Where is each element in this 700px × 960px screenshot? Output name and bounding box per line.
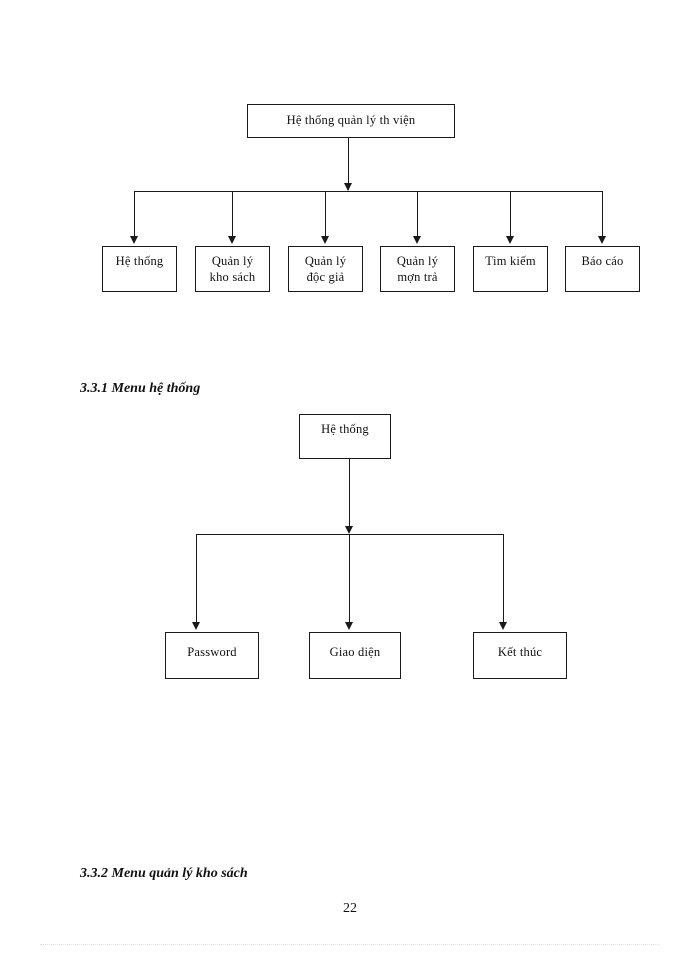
arrowhead-drop-3 [321,236,329,244]
connector-bus-horizontal-2 [196,534,504,535]
node-label: Quản lý mợn trả [396,254,439,284]
connector-drop-1 [134,191,135,239]
connector-drop-4 [417,191,418,239]
connector-bus-horizontal [134,191,603,192]
node-root-he-thong: Hệ thống [299,414,391,459]
connector-root-stem [348,138,349,190]
section-heading-3-3-2: 3.3.2 Menu quản lý kho sách [80,866,248,881]
page-number: 22 [343,901,357,916]
connector-root-stem-2 [349,459,350,527]
connector-drop-2-2 [349,534,350,625]
connector-drop-2 [232,191,233,239]
node-label: Quản lý kho sách [209,254,256,284]
node-label: Báo cáo [581,254,624,268]
connector-drop-5 [510,191,511,239]
node-label: Tìm kiếm [485,254,536,268]
connector-drop-2-1 [196,534,197,625]
arrowhead-drop-1 [130,236,138,244]
node-quan-ly-muon-tra: Quản lý mợn trả [380,246,455,292]
connector-drop-2-3 [503,534,504,625]
node-quan-ly-doc-gia: Quản lý độc giả [288,246,363,292]
node-label: Kết thúc [497,645,543,659]
node-label: Hệ thống quản lý th viện [286,113,416,127]
arrowhead-drop-5 [506,236,514,244]
node-label: Hệ thống [115,254,164,268]
arrowhead-drop-2-3 [499,622,507,630]
node-label: Password [187,645,237,659]
arrowhead-root-stem [344,183,352,191]
node-bao-cao: Báo cáo [565,246,640,292]
arrowhead-drop-6 [598,236,606,244]
section-heading-3-3-1: 3.3.1 Menu hệ thống [80,381,201,396]
node-tim-kiem: Tìm kiếm [473,246,548,292]
node-password: Password [165,632,259,679]
node-label: Quản lý độc giả [304,254,347,284]
node-he-thong: Hệ thống [102,246,177,292]
node-label: Giao diện [329,645,381,659]
arrowhead-drop-2-1 [192,622,200,630]
node-giao-dien: Giao diện [309,632,401,679]
arrowhead-drop-2 [228,236,236,244]
footer-divider [40,944,660,946]
node-root-he-thong-quan-ly-thu-vien: Hệ thống quản lý th viện [247,104,455,138]
connector-drop-3 [325,191,326,239]
connector-drop-6 [602,191,603,239]
node-label: Hệ thống [321,422,369,436]
node-ket-thuc: Kết thúc [473,632,567,679]
arrowhead-drop-4 [413,236,421,244]
arrowhead-drop-2-2 [345,622,353,630]
arrowhead-root-stem-2 [345,526,353,534]
node-quan-ly-kho-sach: Quản lý kho sách [195,246,270,292]
